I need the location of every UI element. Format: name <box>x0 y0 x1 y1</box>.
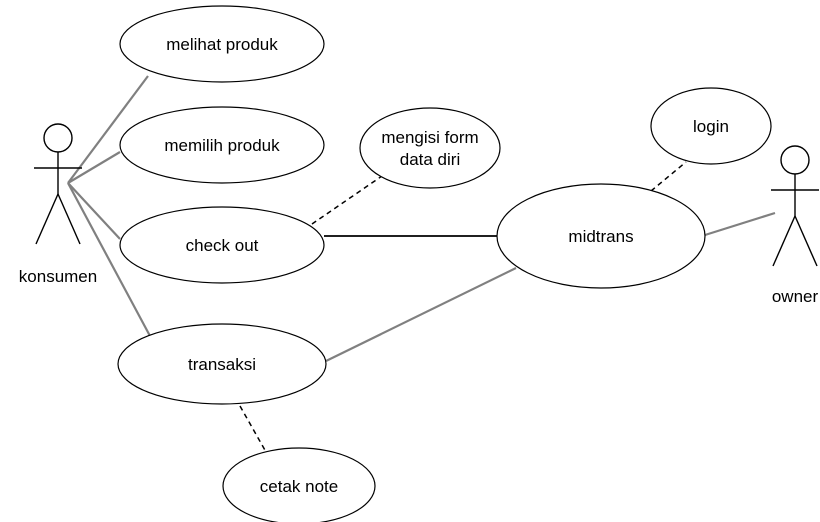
use-case-ellipse <box>117 323 327 405</box>
use-case-cetak-note: cetak note <box>222 447 376 522</box>
use-case-ellipse <box>496 183 706 289</box>
actor-right-leg <box>57 193 81 245</box>
actor-left-leg <box>772 215 796 267</box>
use-case-ellipse <box>222 447 376 522</box>
dependency-line-transaksi-to-cetak-note <box>239 405 267 453</box>
use-case-label: memilih produk <box>164 136 280 155</box>
use-case-ellipse <box>359 107 501 189</box>
actor-head <box>780 145 810 175</box>
dependency-line-check-out-to-mengisi-form <box>311 175 383 225</box>
use-case-ellipse <box>119 106 325 184</box>
dependency-line-midtrans-to-login <box>650 161 687 192</box>
actor-owner: owner <box>771 145 819 306</box>
association-line-midtrans-to-owner <box>704 211 776 237</box>
actor-label: konsumen <box>19 267 97 286</box>
use-case-login: login <box>650 87 772 165</box>
use-case-midtrans: midtrans <box>496 183 706 289</box>
association-line-transaksi-to-midtrans <box>325 267 517 362</box>
use-case-label: transaksi <box>188 355 256 374</box>
use-case-transaksi: transaksi <box>117 323 327 405</box>
use-case-label: mengisi form <box>381 128 478 147</box>
use-case-label: login <box>693 117 729 136</box>
association-line-konsumen-to-check-out <box>67 182 121 240</box>
actor-label: owner <box>772 287 819 306</box>
use-case-memilih-produk: memilih produk <box>119 106 325 184</box>
actor-head <box>43 123 73 153</box>
use-case-ellipse <box>650 87 772 165</box>
use-case-label: cetak note <box>260 477 338 496</box>
association-line-konsumen-to-melihat-produk <box>67 75 149 184</box>
use-case-label: midtrans <box>568 227 633 246</box>
use-case-label: melihat produk <box>166 35 278 54</box>
use-case-label: data diri <box>400 150 460 169</box>
use-case-melihat-produk: melihat produk <box>119 5 325 83</box>
actors-layer: konsumen owner <box>19 123 819 306</box>
use-cases-layer: melihat produk memilih produk mengisi form… <box>117 5 772 522</box>
use-case-check-out: check out <box>119 206 325 284</box>
association-line-konsumen-to-transaksi <box>67 182 151 337</box>
use-case-ellipse <box>119 5 325 83</box>
use-case-label: check out <box>186 236 259 255</box>
use-case-mengisi-form: mengisi form data diri <box>359 107 501 189</box>
use-case-ellipse <box>119 206 325 284</box>
actor-right-leg <box>794 215 818 267</box>
association-line-konsumen-to-memilih-produk <box>67 151 121 184</box>
actor-konsumen: konsumen <box>19 123 97 286</box>
actor-left-leg <box>35 193 59 245</box>
relations-layer <box>67 75 776 453</box>
